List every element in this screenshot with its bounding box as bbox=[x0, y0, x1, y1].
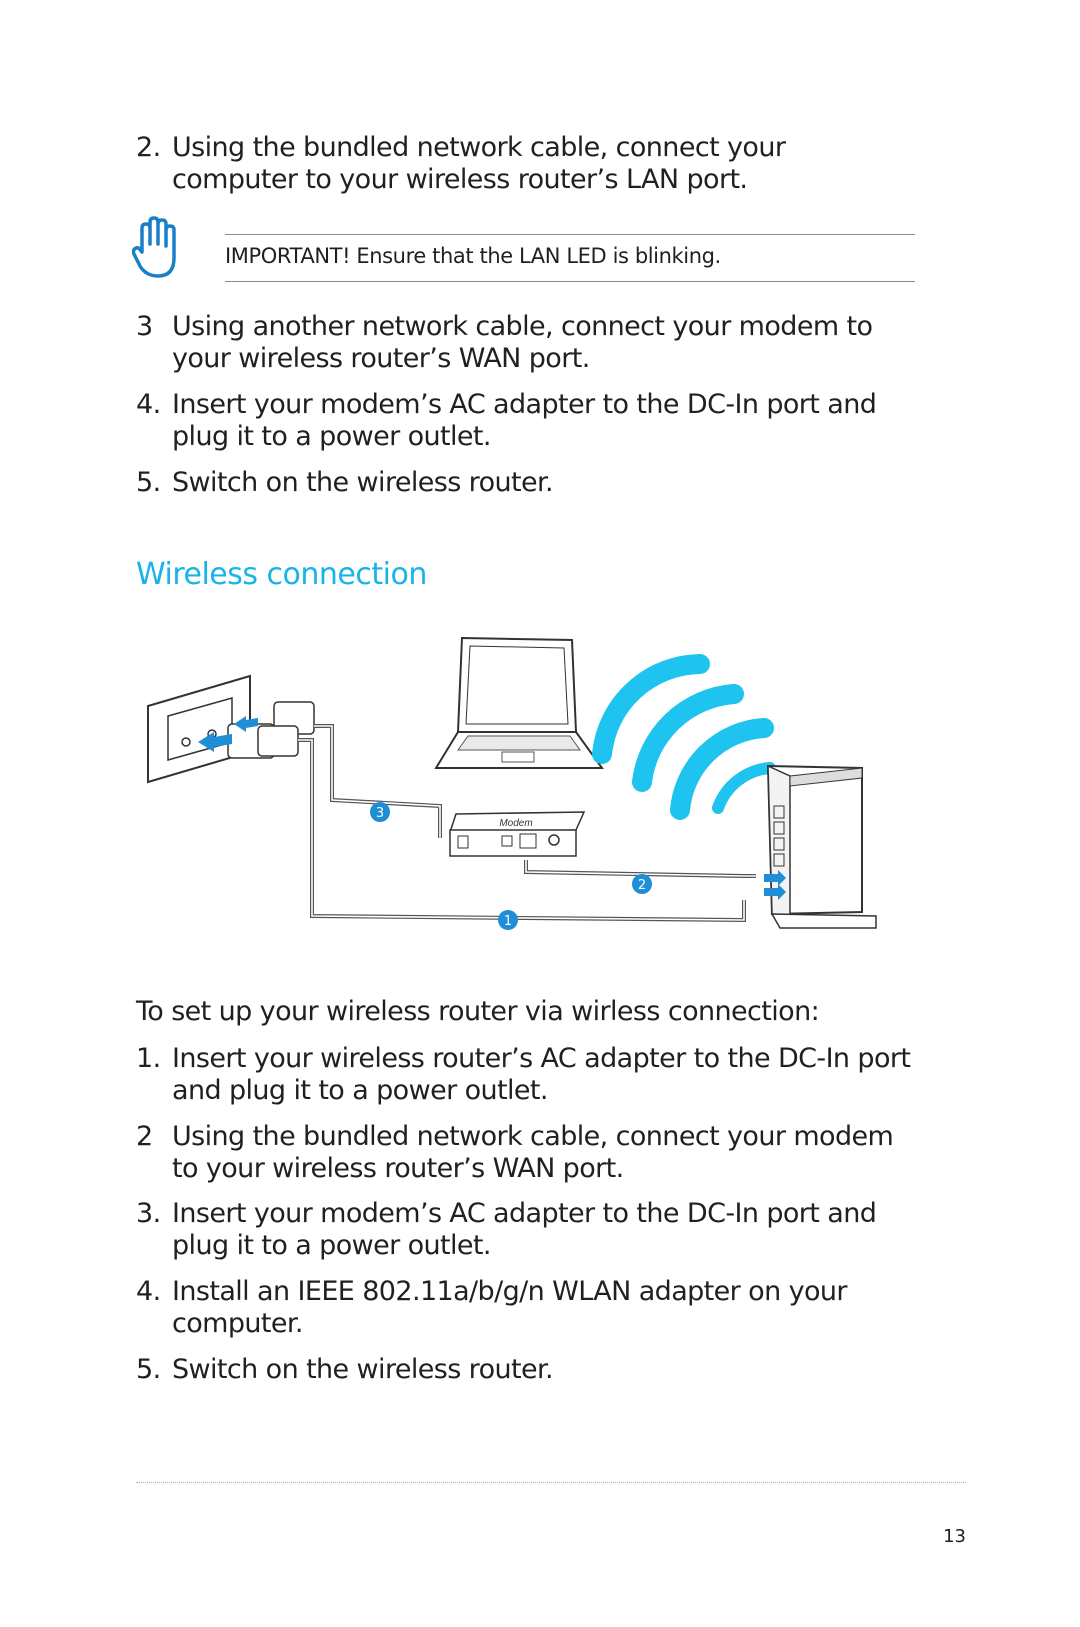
plug-arrow-icon bbox=[234, 716, 258, 732]
step-number: 2 bbox=[136, 1121, 153, 1152]
important-note: IMPORTANT! Ensure that the LAN LED is bl… bbox=[225, 234, 915, 282]
section-heading: Wireless connection bbox=[136, 557, 427, 592]
modem-label: Modem bbox=[499, 818, 532, 829]
plug-arrow-icon bbox=[198, 732, 232, 752]
laptop-icon bbox=[434, 636, 604, 769]
list-item: 5. Switch on the wireless router. bbox=[136, 1354, 916, 1386]
step-number: 1. bbox=[136, 1043, 161, 1074]
step-text: Insert your modem’s AC adapter to the DC… bbox=[172, 1198, 877, 1261]
callout-2: 2 bbox=[632, 874, 652, 894]
important-hand-icon bbox=[132, 216, 176, 278]
list-item: 5. Switch on the wireless router. bbox=[136, 467, 916, 499]
page-number: 13 bbox=[943, 1526, 966, 1547]
step-text: Switch on the wireless router. bbox=[172, 1354, 554, 1385]
step-number: 2. bbox=[136, 132, 161, 163]
modem-icon bbox=[448, 811, 586, 857]
step-number: 5. bbox=[136, 467, 161, 498]
callout-number: 2 bbox=[638, 878, 646, 893]
callout-number: 3 bbox=[376, 806, 384, 821]
wifi-signal-icon bbox=[592, 654, 776, 820]
router-icon bbox=[766, 764, 877, 929]
callout-number: 1 bbox=[504, 914, 512, 929]
list-item: 1. Insert your wireless router’s AC adap… bbox=[136, 1043, 916, 1107]
wireless-setup-diagram: Modem 1 2 3 bbox=[147, 636, 877, 930]
step-number: 4. bbox=[136, 1276, 161, 1307]
step-text: Using the bundled network cable, connect… bbox=[172, 132, 786, 195]
step-text: Insert your modem’s AC adapter to the DC… bbox=[172, 389, 877, 452]
intro-text: To set up your wireless router via wirle… bbox=[136, 996, 820, 1027]
list-item: 2 Using the bundled network cable, conne… bbox=[136, 1121, 916, 1185]
list-item: 2. Using the bundled network cable, conn… bbox=[136, 132, 916, 196]
list-item: 3 Using another network cable, connect y… bbox=[136, 311, 916, 375]
port-arrow-icon bbox=[764, 884, 786, 900]
step-number: 3. bbox=[136, 1198, 161, 1229]
step-text: Install an IEEE 802.11a/b/g/n WLAN adapt… bbox=[172, 1276, 847, 1339]
port-arrow-icon bbox=[764, 870, 786, 886]
callout-3: 3 bbox=[370, 802, 390, 822]
note-text: IMPORTANT! Ensure that the LAN LED is bl… bbox=[225, 244, 721, 268]
footer-divider bbox=[136, 1482, 966, 1483]
power-adapter-icon bbox=[227, 701, 315, 759]
step-text: Switch on the wireless router. bbox=[172, 467, 554, 498]
list-item: 3. Insert your modem’s AC adapter to the… bbox=[136, 1198, 916, 1262]
step-text: Using the bundled network cable, connect… bbox=[172, 1121, 894, 1184]
step-number: 3 bbox=[136, 311, 153, 342]
list-item: 4. Install an IEEE 802.11a/b/g/n WLAN ad… bbox=[136, 1276, 916, 1340]
step-number: 4. bbox=[136, 389, 161, 420]
step-number: 5. bbox=[136, 1354, 161, 1385]
step-text: Insert your wireless router’s AC adapter… bbox=[172, 1043, 911, 1106]
step-text: Using another network cable, connect you… bbox=[172, 311, 873, 374]
callout-1: 1 bbox=[498, 910, 518, 930]
list-item: 4. Insert your modem’s AC adapter to the… bbox=[136, 389, 916, 453]
